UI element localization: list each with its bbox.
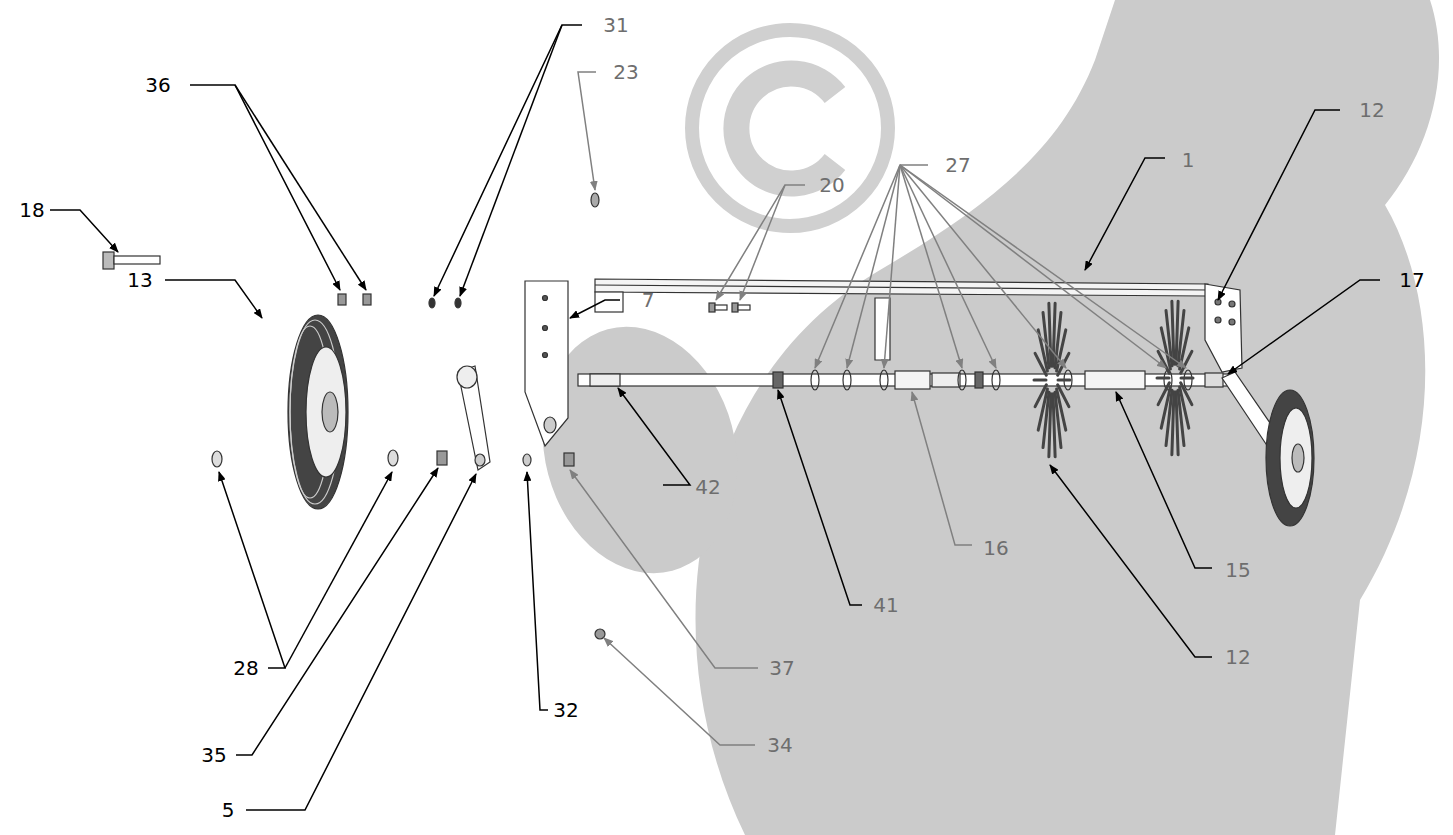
callout-number: 17: [1399, 268, 1424, 292]
callout-number: 13: [127, 268, 152, 292]
callout-number: 20: [819, 173, 844, 197]
callout-number: 41: [873, 593, 898, 617]
callout-number: 28: [233, 656, 258, 680]
callout-number: 42: [695, 475, 720, 499]
callout-number: 1: [1182, 148, 1195, 172]
callout-number: 16: [983, 536, 1008, 560]
callout-number: 32: [553, 698, 578, 722]
callout-number: 18: [19, 198, 44, 222]
leader-lines: [50, 25, 1380, 810]
callout-number: 7: [642, 288, 655, 312]
copyright-watermark: [692, 30, 888, 226]
callout-number: 31: [603, 13, 628, 37]
callout-number: 35: [201, 743, 226, 767]
callout-number: 12: [1359, 98, 1384, 122]
callout-number: 27: [945, 153, 970, 177]
watermark-silhouette: [516, 0, 1439, 835]
parts: [103, 193, 1314, 639]
callout-number: 12: [1225, 645, 1250, 669]
callout-number: 36: [145, 73, 170, 97]
callout-number: 5: [222, 798, 235, 822]
callout-number: 34: [767, 733, 792, 757]
callout-number: 23: [613, 60, 638, 84]
callout-number: 37: [769, 656, 794, 680]
callout-number: 15: [1225, 558, 1250, 582]
